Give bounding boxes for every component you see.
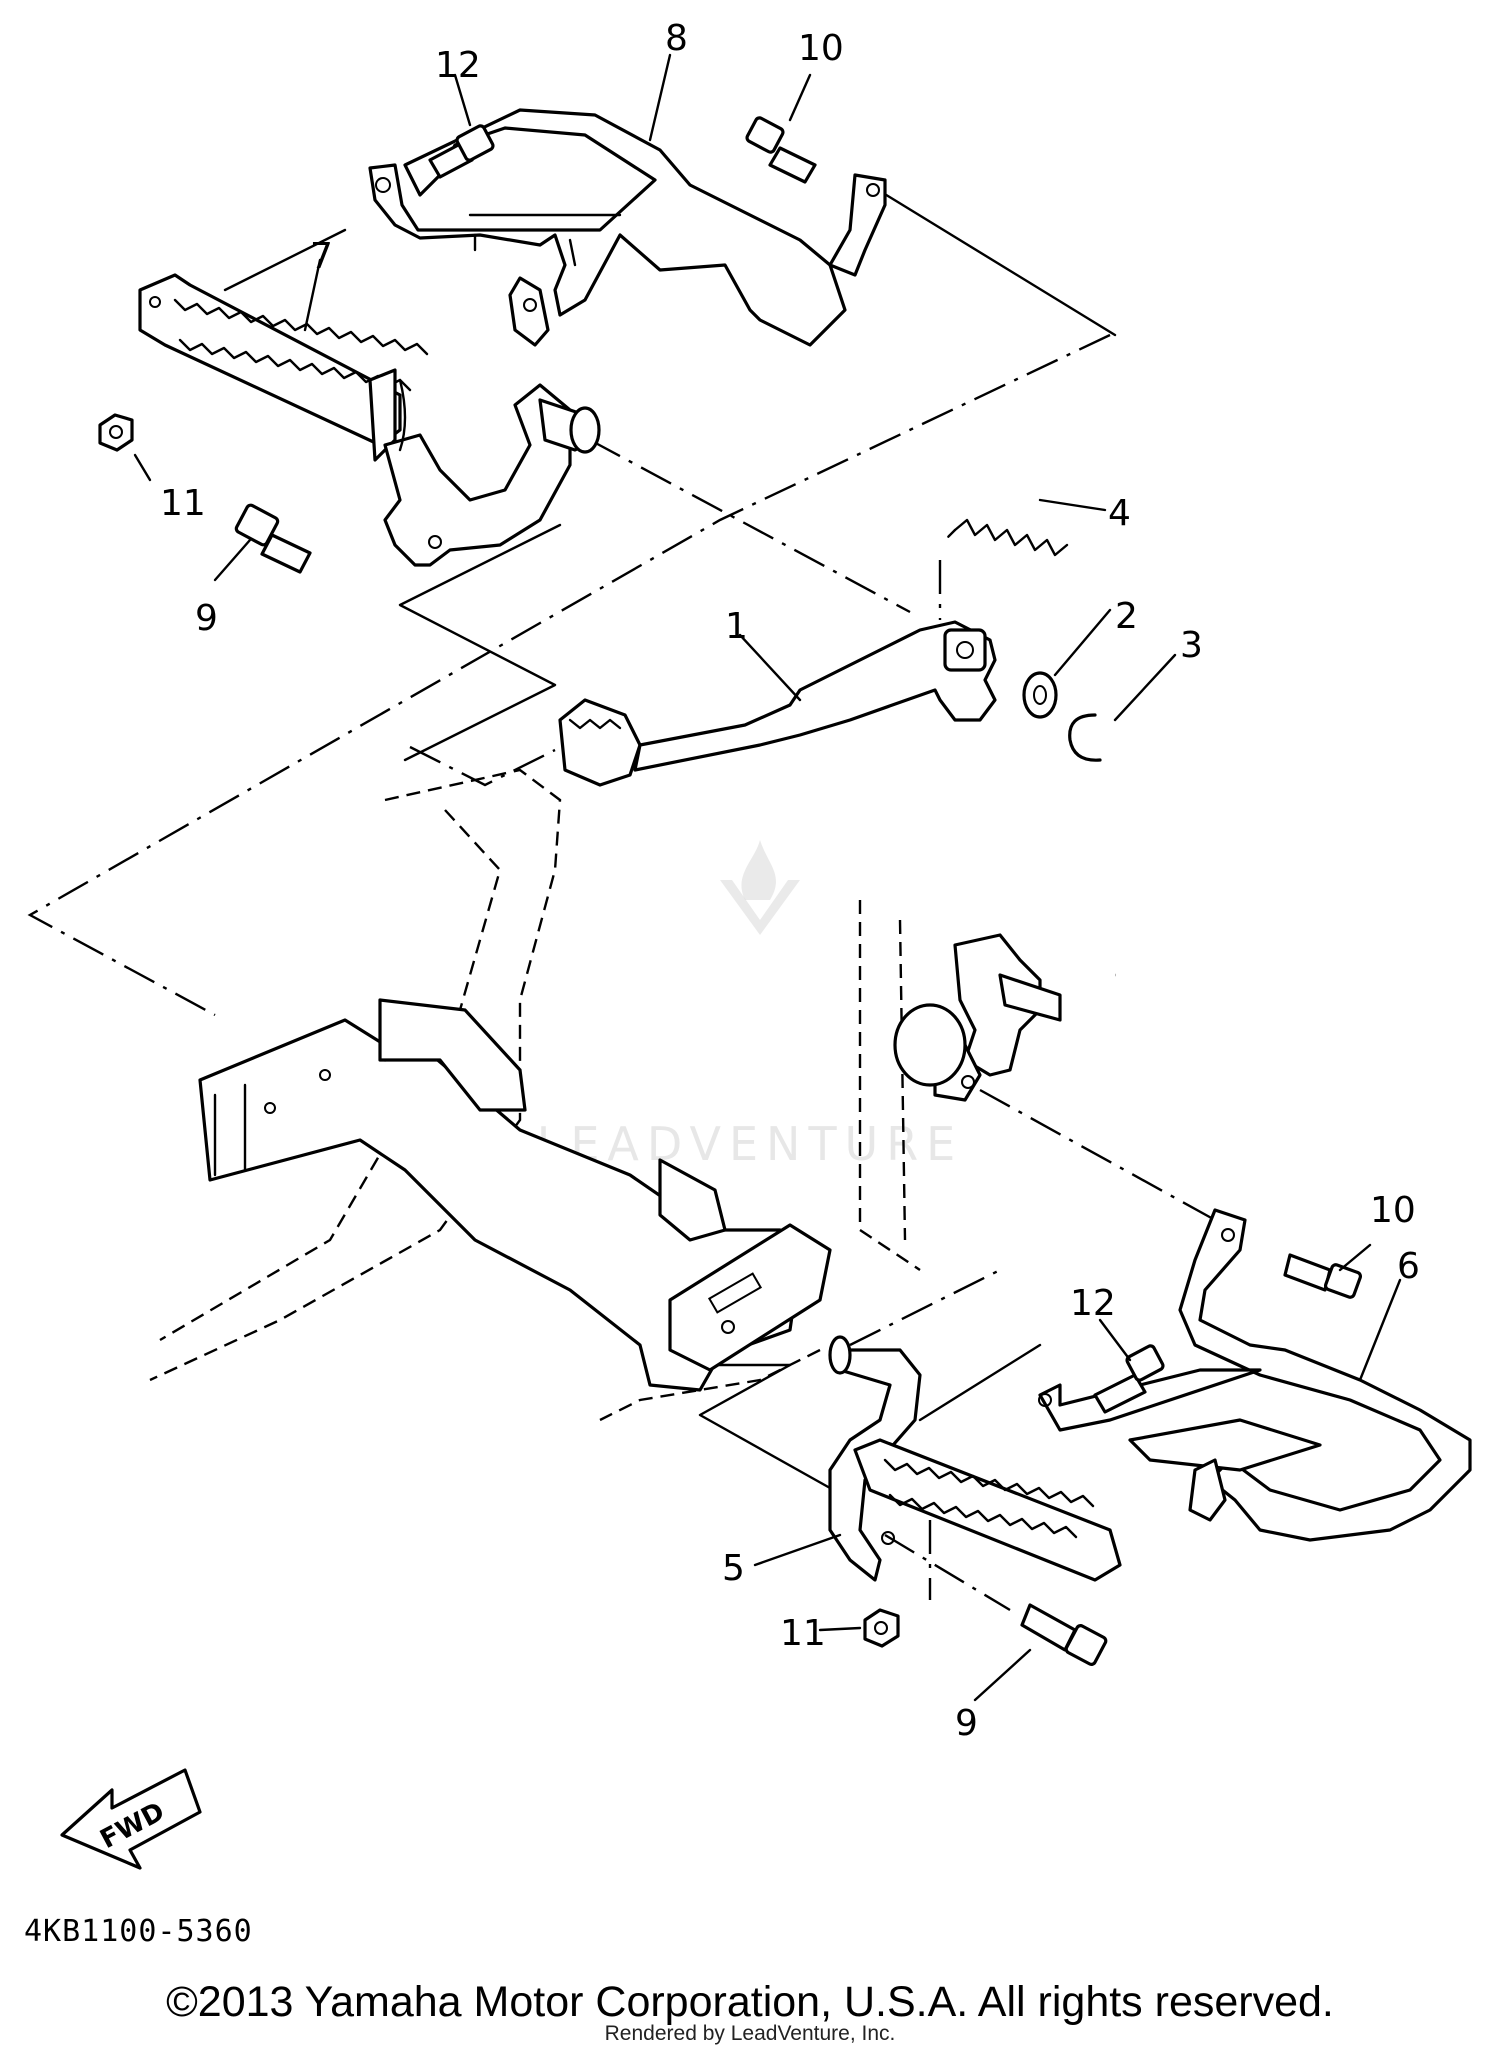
frame-crossmember <box>198 998 832 1392</box>
callout-3: 3 <box>1180 625 1203 666</box>
fwd-arrow-icon: FWD <box>60 1768 202 1870</box>
brake-pedal-1 <box>558 620 997 787</box>
rendered-by-credit: Rendered by LeadVenture, Inc. <box>604 2022 896 2045</box>
callout-12-top: 12 <box>435 45 481 86</box>
bolt-9-top <box>234 503 312 574</box>
callout-8: 8 <box>665 18 688 59</box>
bolt-10-top <box>745 116 817 184</box>
spring-4 <box>947 518 1069 557</box>
callout-11-top: 11 <box>160 483 206 524</box>
callout-12-bottom: 12 <box>1070 1283 1116 1324</box>
callout-4: 4 <box>1108 493 1131 534</box>
callout-10-bottom: 10 <box>1370 1190 1416 1231</box>
callout-7: 7 <box>310 236 333 277</box>
footrest-bottom <box>853 1438 1122 1582</box>
guard-8 <box>368 108 887 347</box>
footrest-7 <box>138 273 429 447</box>
guard-6 <box>1038 1208 1472 1542</box>
callout-9-top: 9 <box>195 598 218 639</box>
footrest-bracket-top <box>368 368 601 567</box>
assembly-lines <box>27 183 1216 1612</box>
bolt-10-bottom <box>1283 1253 1363 1299</box>
callout-1: 1 <box>725 606 748 647</box>
callout-11-bottom: 11 <box>780 1613 826 1654</box>
bolt-12-top <box>428 124 495 179</box>
callout-numbers: 12 8 10 7 4 11 9 2 3 1 10 6 12 5 11 9 <box>160 18 1420 1744</box>
callout-5: 5 <box>722 1548 745 1589</box>
nut-11-bottom <box>863 1608 900 1648</box>
frame-right-side <box>893 933 1062 1102</box>
callout-10-top: 10 <box>798 28 844 69</box>
bolt-9-bottom <box>1020 1603 1108 1666</box>
callout-9-bottom: 9 <box>955 1703 978 1744</box>
bolt-12-bottom <box>1093 1344 1165 1414</box>
callout-leaders <box>133 53 1402 1702</box>
diagram-code: 4KB1100-5360 <box>24 1914 253 1949</box>
leadventure-watermark: LEADVENTURE <box>537 840 964 1171</box>
clip-3 <box>1068 713 1102 762</box>
callout-6: 6 <box>1397 1246 1420 1287</box>
nut-11-top <box>98 413 134 452</box>
washer-2 <box>1022 671 1058 719</box>
watermark-text: LEADVENTURE <box>537 1117 964 1171</box>
callout-2: 2 <box>1115 596 1138 637</box>
copyright-notice: ©2013 Yamaha Motor Corporation, U.S.A. A… <box>166 1978 1334 2026</box>
